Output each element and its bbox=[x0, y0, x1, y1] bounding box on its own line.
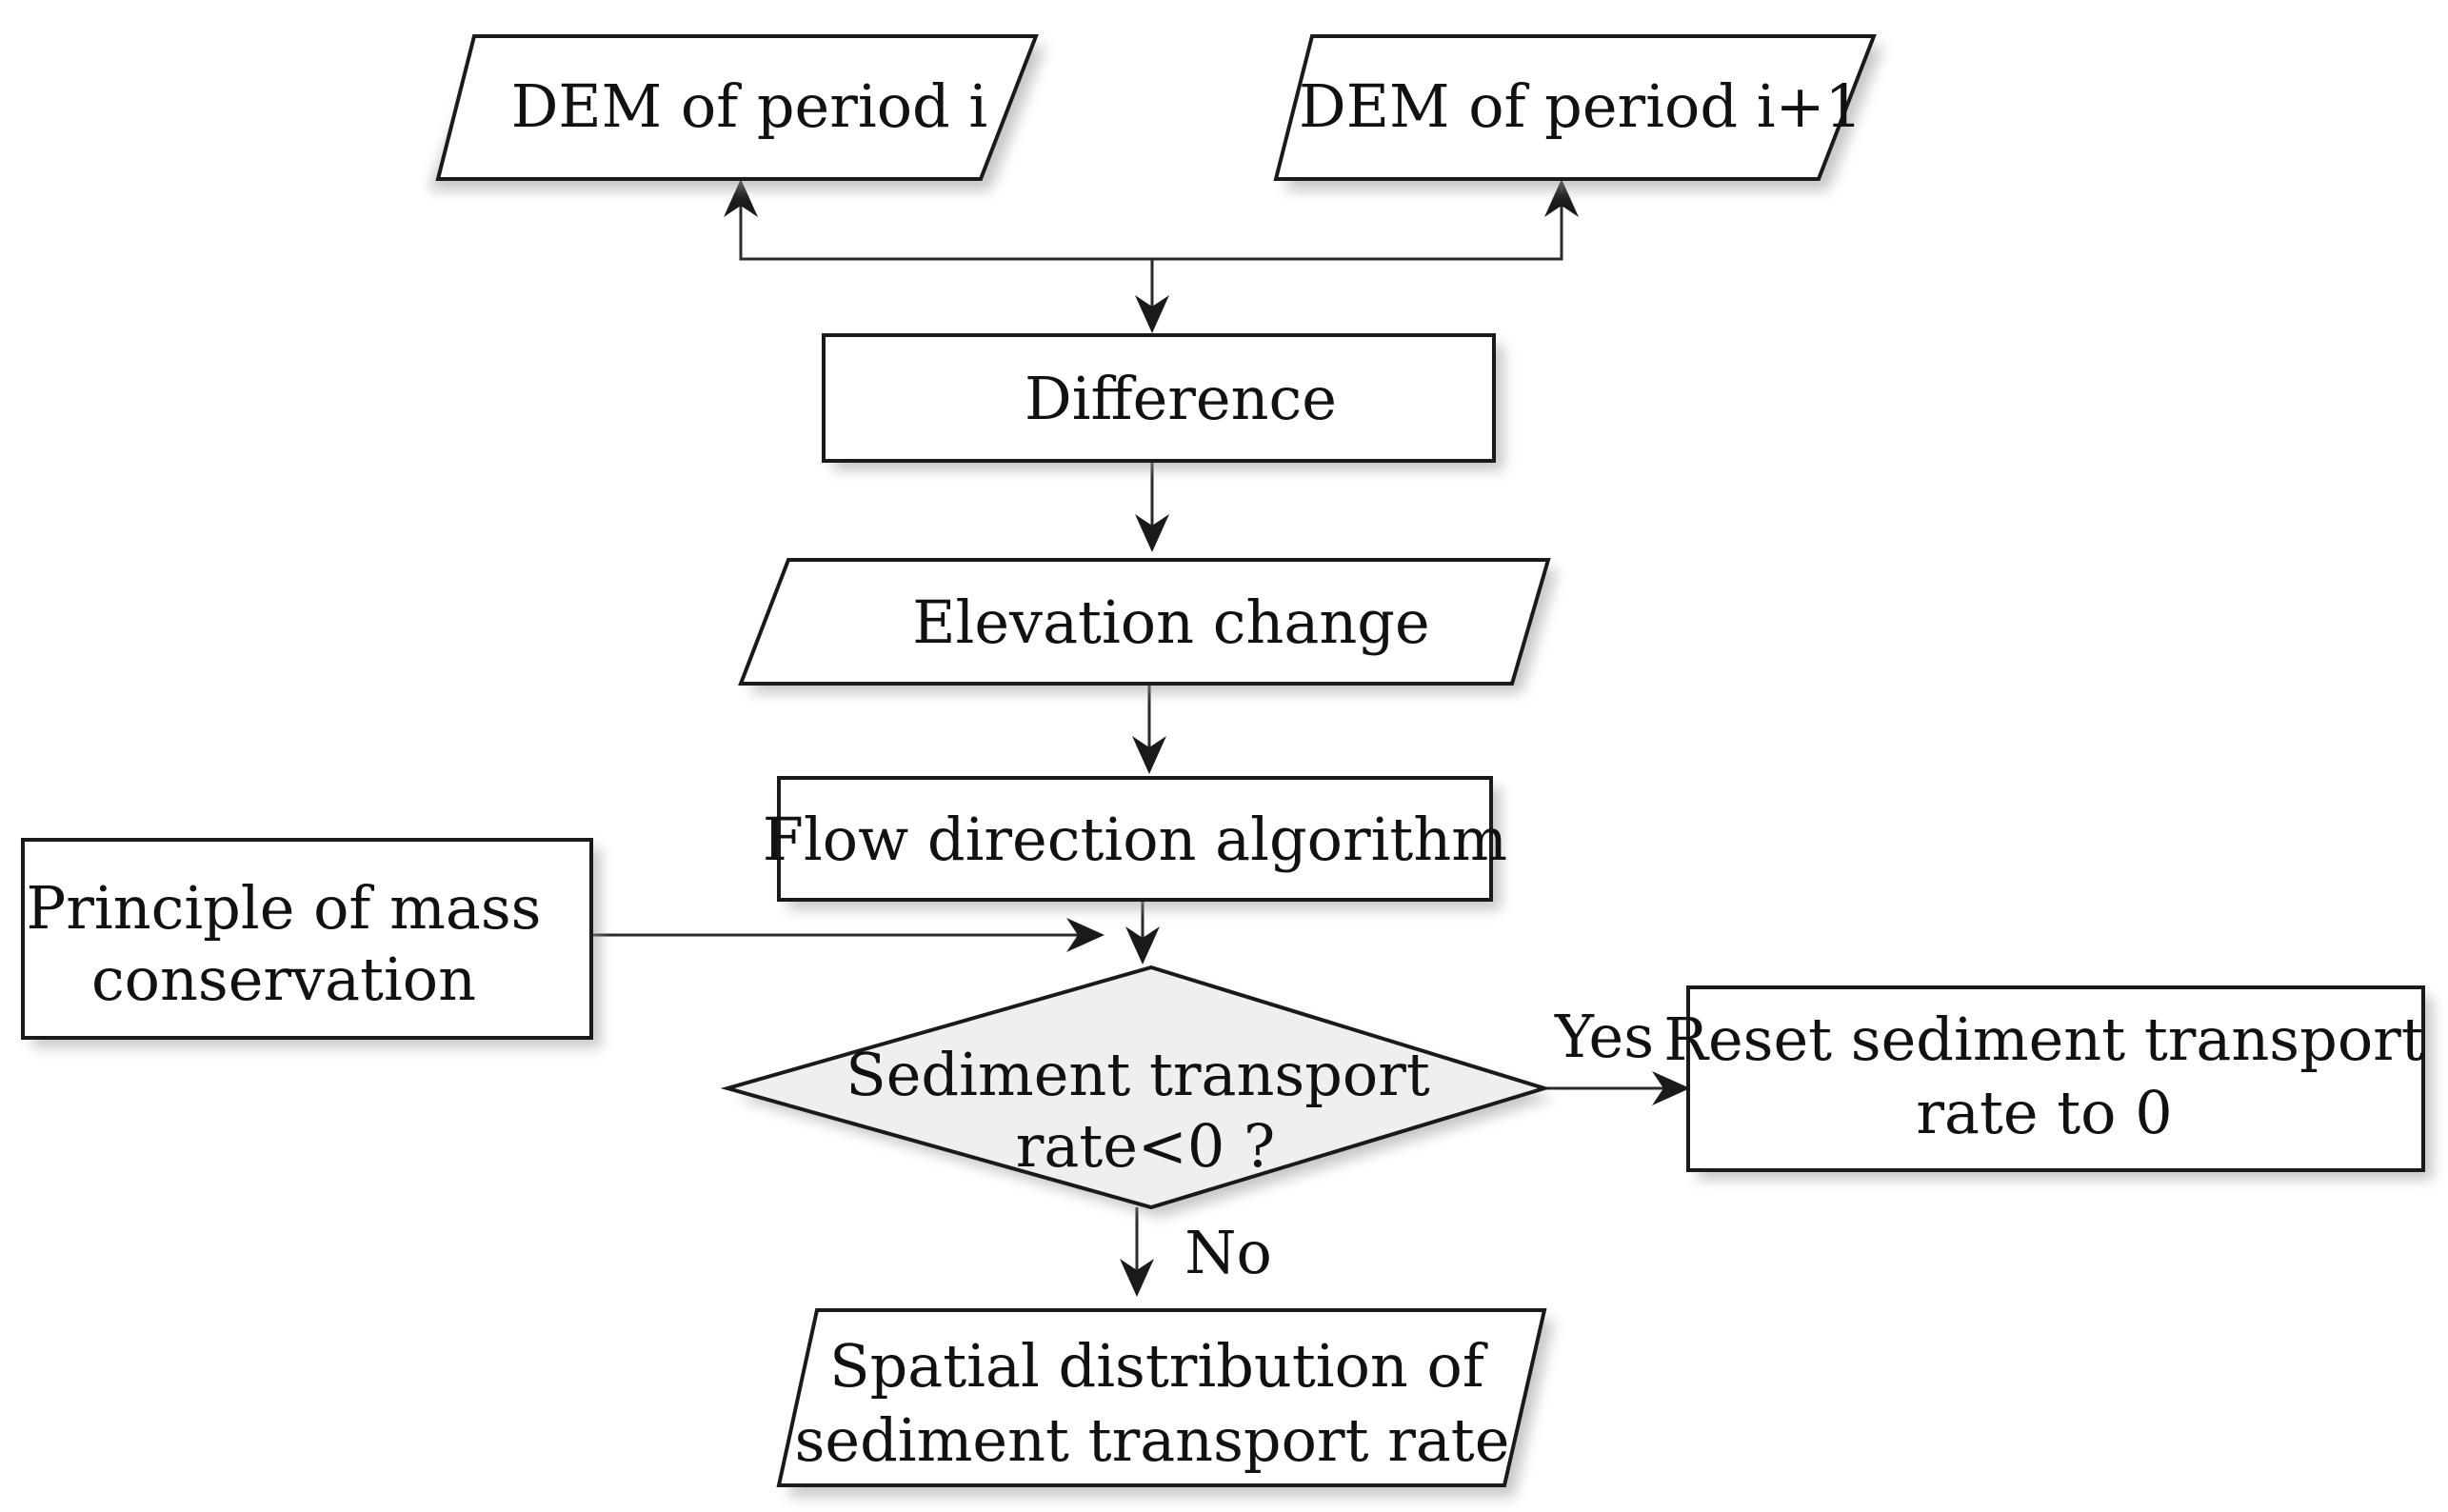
arrow-head-to-reset bbox=[1652, 1071, 1690, 1105]
node-decision: Sediment transport rate<0 ? bbox=[720, 965, 1554, 1217]
node-difference: Difference bbox=[822, 333, 1503, 470]
arrow-head-to-flow bbox=[1132, 736, 1166, 774]
node-flow-direction: Flow direction algorithm bbox=[763, 776, 1507, 909]
node-difference-label: Difference bbox=[1025, 364, 1337, 433]
node-reset-label-line1: Reset sediment transport bbox=[1663, 1005, 2424, 1074]
node-dem-period-i1-label: DEM of period i+1 bbox=[1299, 71, 1862, 141]
arrow-head-to-dem-i1 bbox=[1544, 179, 1579, 217]
arrow-head-to-difference bbox=[1135, 295, 1169, 333]
node-dem-period-i-label: DEM of period i bbox=[511, 71, 988, 141]
connector-dem-bracket bbox=[739, 195, 1563, 261]
arrow-head-to-dem-i bbox=[724, 179, 758, 217]
node-output-label-line1: Spatial distribution of bbox=[829, 1331, 1488, 1401]
node-elevation-change-label: Elevation change bbox=[912, 587, 1429, 657]
connectors bbox=[592, 179, 1690, 1297]
edge-label-yes: Yes bbox=[1554, 1002, 1654, 1071]
node-decision-label-line1: Sediment transport bbox=[846, 1040, 1430, 1109]
node-mass-conservation-label-line1: Principle of mass bbox=[27, 873, 542, 943]
arrow-head-to-output bbox=[1120, 1259, 1154, 1297]
node-output-label-line2: sediment transport rate bbox=[795, 1405, 1510, 1475]
node-elevation-change: Elevation change bbox=[738, 558, 1558, 693]
node-output: Spatial distribution of sediment transpo… bbox=[776, 1308, 1554, 1497]
node-dem-period-i1: DEM of period i+1 bbox=[1273, 34, 1883, 190]
node-reset-label-line2: rate to 0 bbox=[1916, 1078, 2172, 1147]
node-mass-conservation-label-line2: conservation bbox=[91, 945, 476, 1014]
node-reset: Reset sediment transport rate to 0 bbox=[1663, 985, 2433, 1180]
node-mass-conservation: Principle of mass conservation bbox=[21, 838, 601, 1047]
arrow-head-to-elevation bbox=[1135, 514, 1169, 552]
node-flow-direction-label: Flow direction algorithm bbox=[763, 805, 1507, 874]
arrow-head-to-decision bbox=[1125, 926, 1160, 965]
node-dem-period-i: DEM of period i bbox=[428, 34, 1045, 190]
node-decision-label-line2: rate<0 ? bbox=[1016, 1111, 1276, 1181]
edge-label-no: No bbox=[1184, 1218, 1272, 1287]
arrow-head-from-mass bbox=[1066, 918, 1105, 952]
